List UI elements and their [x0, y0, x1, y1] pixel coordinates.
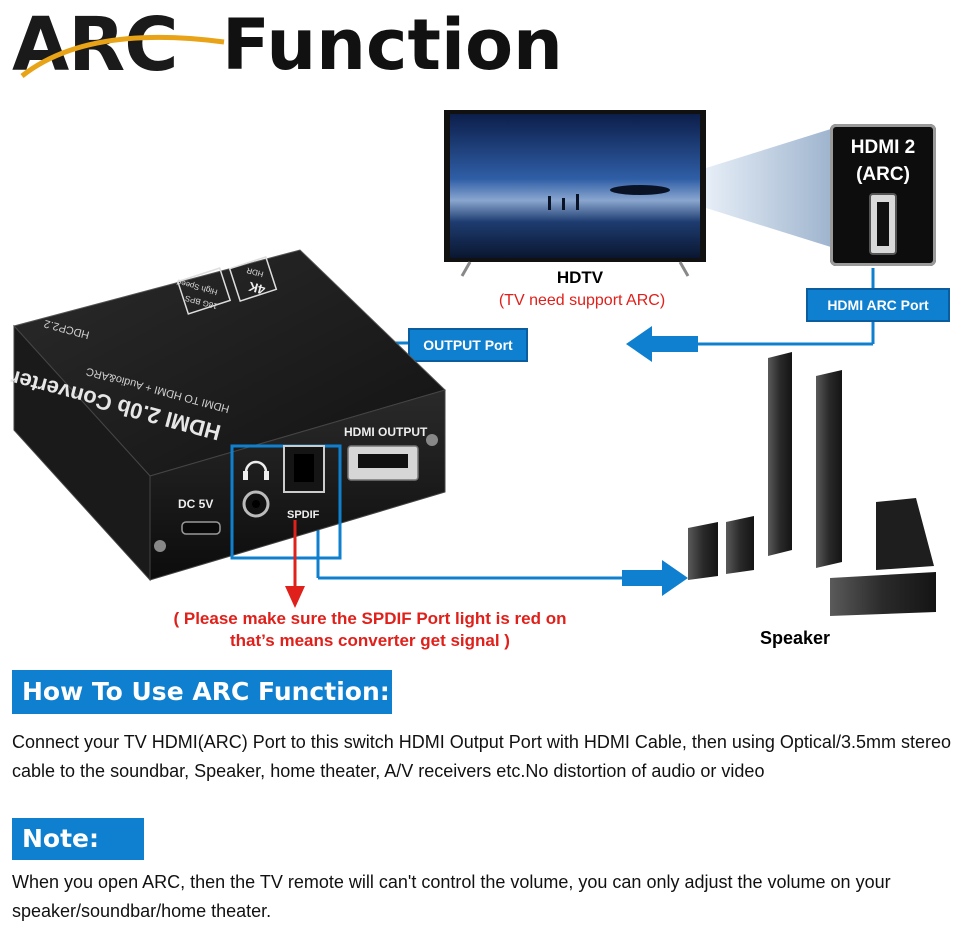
screw-icon — [154, 540, 166, 552]
note-heading: Note: — [12, 818, 144, 860]
hdmi-output-label: HDMI OUTPUT — [344, 425, 428, 439]
light-beam-decoration — [706, 128, 834, 248]
output-port-label: OUTPUT Port — [408, 328, 528, 362]
badge-4k-text: 4K — [246, 279, 267, 298]
speed-badge — [176, 267, 232, 315]
hdtv-note: (TV need support ARC) — [498, 292, 666, 309]
hdtv-label: HDTV — [556, 268, 604, 287]
hdmi-port-icon — [869, 193, 897, 255]
how-to-heading: How To Use ARC Function: — [12, 670, 392, 714]
screw-icon — [426, 434, 438, 446]
converter-device: HDMI 2.0b Converter HDMI TO HDMI + Audio… — [7, 249, 446, 582]
headphone-icon — [243, 460, 269, 480]
dc-label: DC 5V — [178, 497, 213, 511]
hdmi-arc-port-closeup: HDMI 2 (ARC) — [830, 124, 936, 266]
note-body: When you open ARC, then the TV remote wi… — [12, 872, 891, 921]
spdif-label: SPDIF — [287, 509, 320, 521]
arrow-down-icon — [285, 520, 305, 608]
speaker-label: Speaker — [760, 628, 831, 648]
arrow-right-icon — [622, 560, 688, 596]
badge-hdr-text: HDR — [245, 266, 264, 279]
arc-swoosh-decoration — [20, 34, 225, 78]
dc-port — [181, 521, 221, 535]
4k-badge — [228, 256, 278, 302]
title-function: Function — [222, 4, 563, 86]
arrow-left-icon — [626, 326, 698, 362]
hdmi2-arc-label: HDMI 2 (ARC) — [850, 137, 916, 185]
spdif-note: ( Please make sure the SPDIF Port light … — [173, 609, 567, 650]
spdif-port — [283, 445, 325, 493]
speaker-icon — [688, 352, 936, 616]
hdmi-arc-port-label: HDMI ARC Port — [806, 288, 950, 322]
tv-icon — [444, 110, 706, 277]
how-to-body: Connect your TV HDMI(ARC) Port to this s… — [12, 732, 951, 781]
